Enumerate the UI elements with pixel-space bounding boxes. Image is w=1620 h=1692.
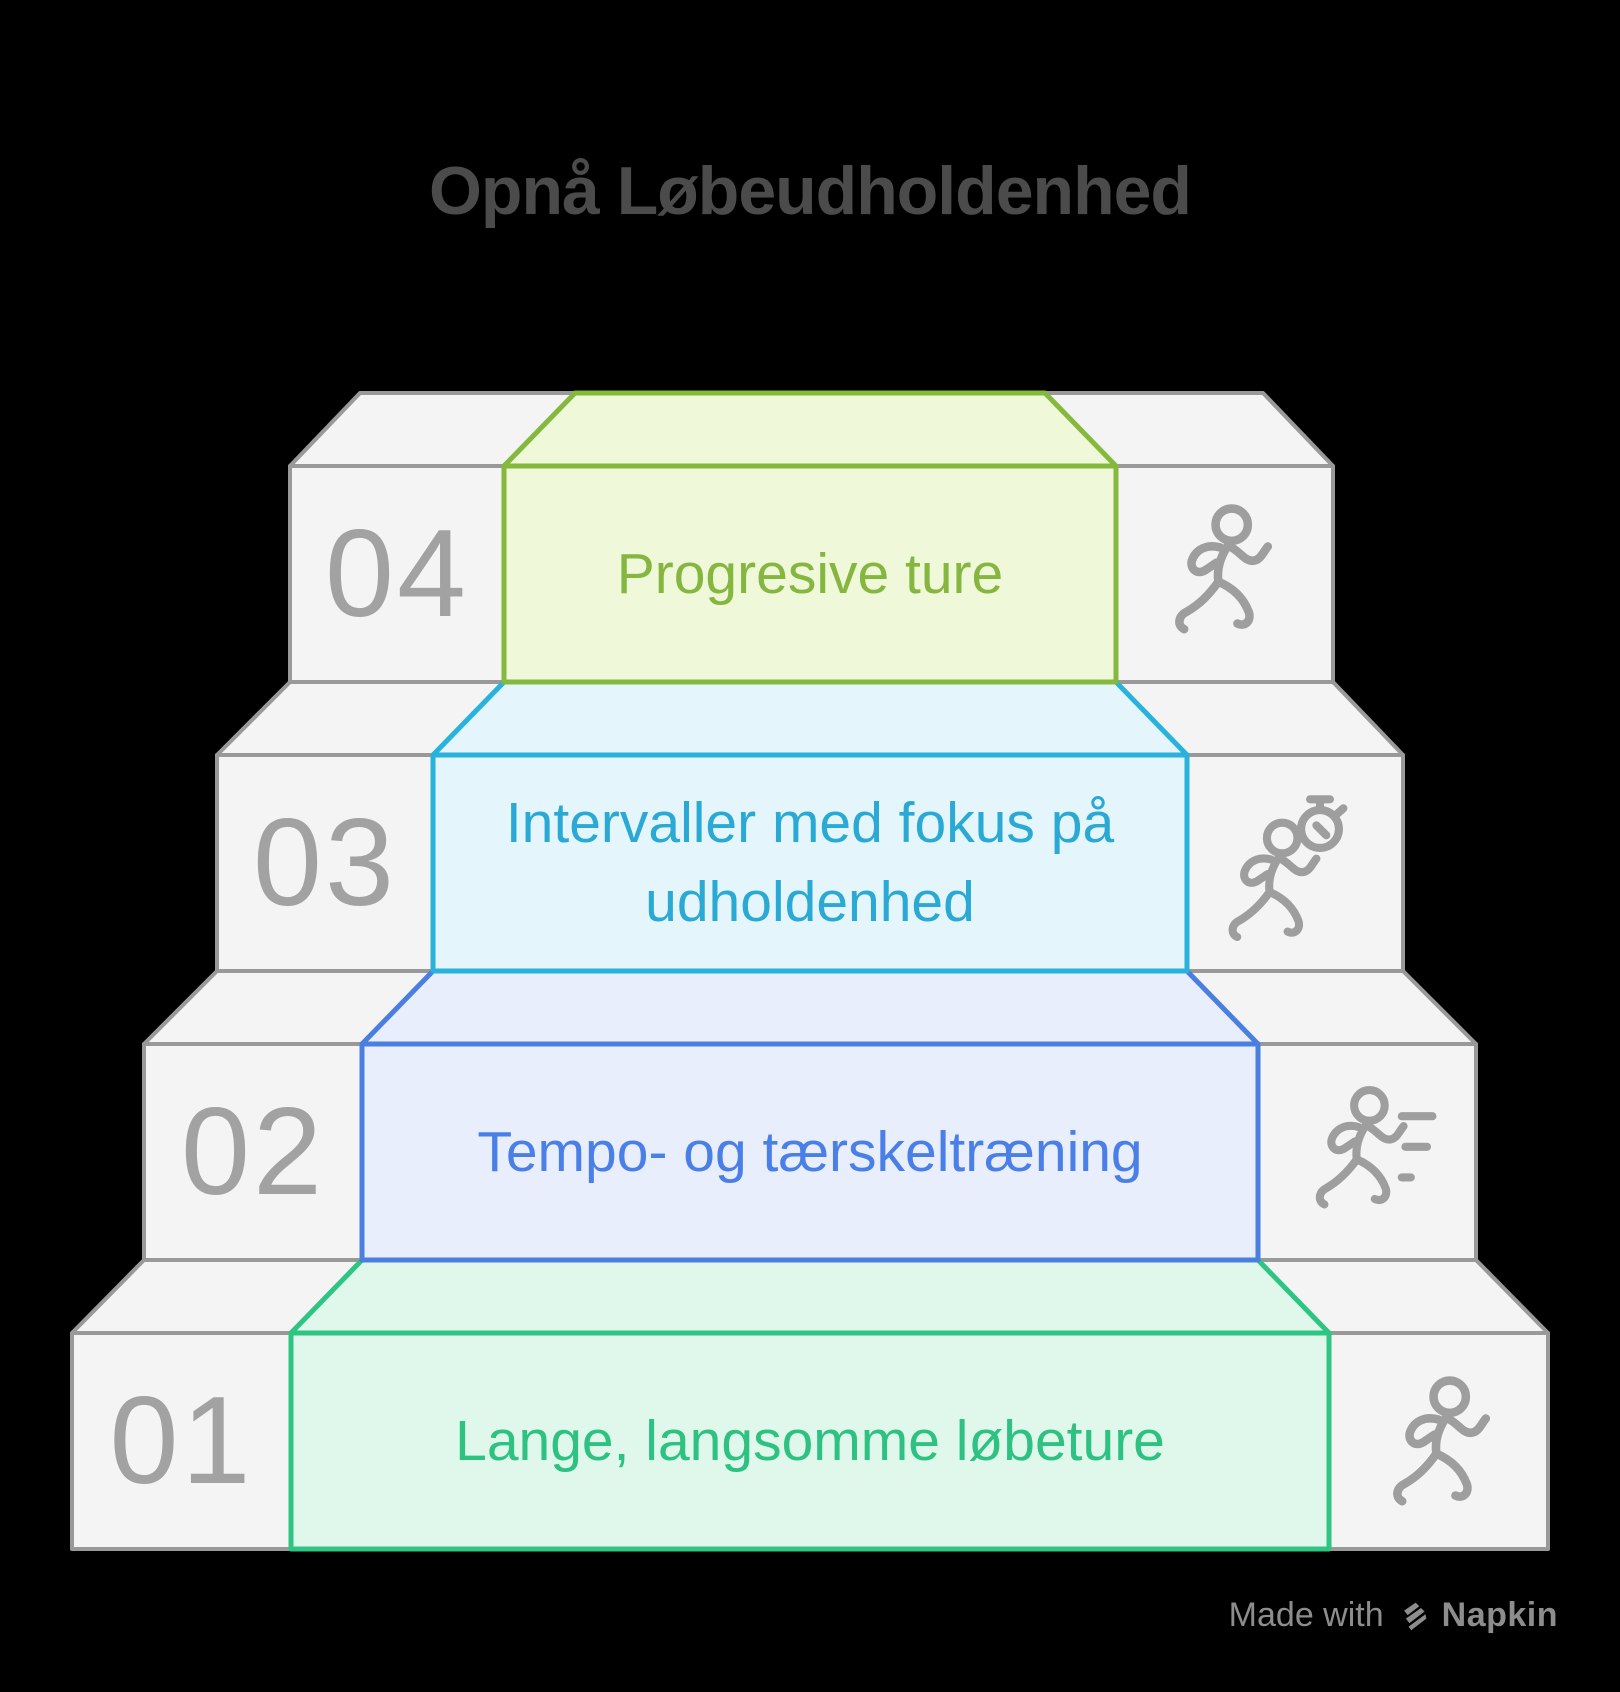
step-label-text: Tempo- og tærskeltræning xyxy=(477,1119,1143,1184)
step-label-text: Progresive ture xyxy=(616,541,1004,606)
panel-step-03 xyxy=(430,679,1190,974)
napkin-brand-text: Napkin xyxy=(1441,1596,1558,1634)
napkin-logo-icon xyxy=(1403,1602,1426,1630)
step-number-04: 04 xyxy=(325,505,469,643)
page-title: Opnå Løbeudholdenhed xyxy=(429,153,1192,229)
panel-step-04 xyxy=(501,390,1119,685)
step-label-text: Lange, langsomme løbeture xyxy=(455,1408,1165,1473)
runner-stopwatch-icon xyxy=(1233,795,1348,937)
runner-speed-lines-icon xyxy=(1320,1090,1437,1204)
step-number-03: 03 xyxy=(253,794,397,932)
made-with-napkin-footer: Made with Napkin xyxy=(1229,1596,1558,1635)
panel-step-02 xyxy=(359,968,1261,1263)
step-number-02: 02 xyxy=(181,1083,325,1221)
panel-step-01 xyxy=(288,1257,1332,1552)
step-label-02: Tempo- og tærskeltræning xyxy=(362,1044,1258,1260)
step-label-04: Progresive ture xyxy=(504,466,1116,682)
step-label-text: Intervaller med fokus på udholdenhed xyxy=(505,791,1115,934)
step-label-01: Lange, langsomme løbeture xyxy=(291,1333,1329,1549)
made-with-text: Made with xyxy=(1228,1596,1384,1634)
step-number-01: 01 xyxy=(109,1372,254,1510)
step-label-03: Intervaller med fokus på udholdenhed xyxy=(433,755,1187,971)
